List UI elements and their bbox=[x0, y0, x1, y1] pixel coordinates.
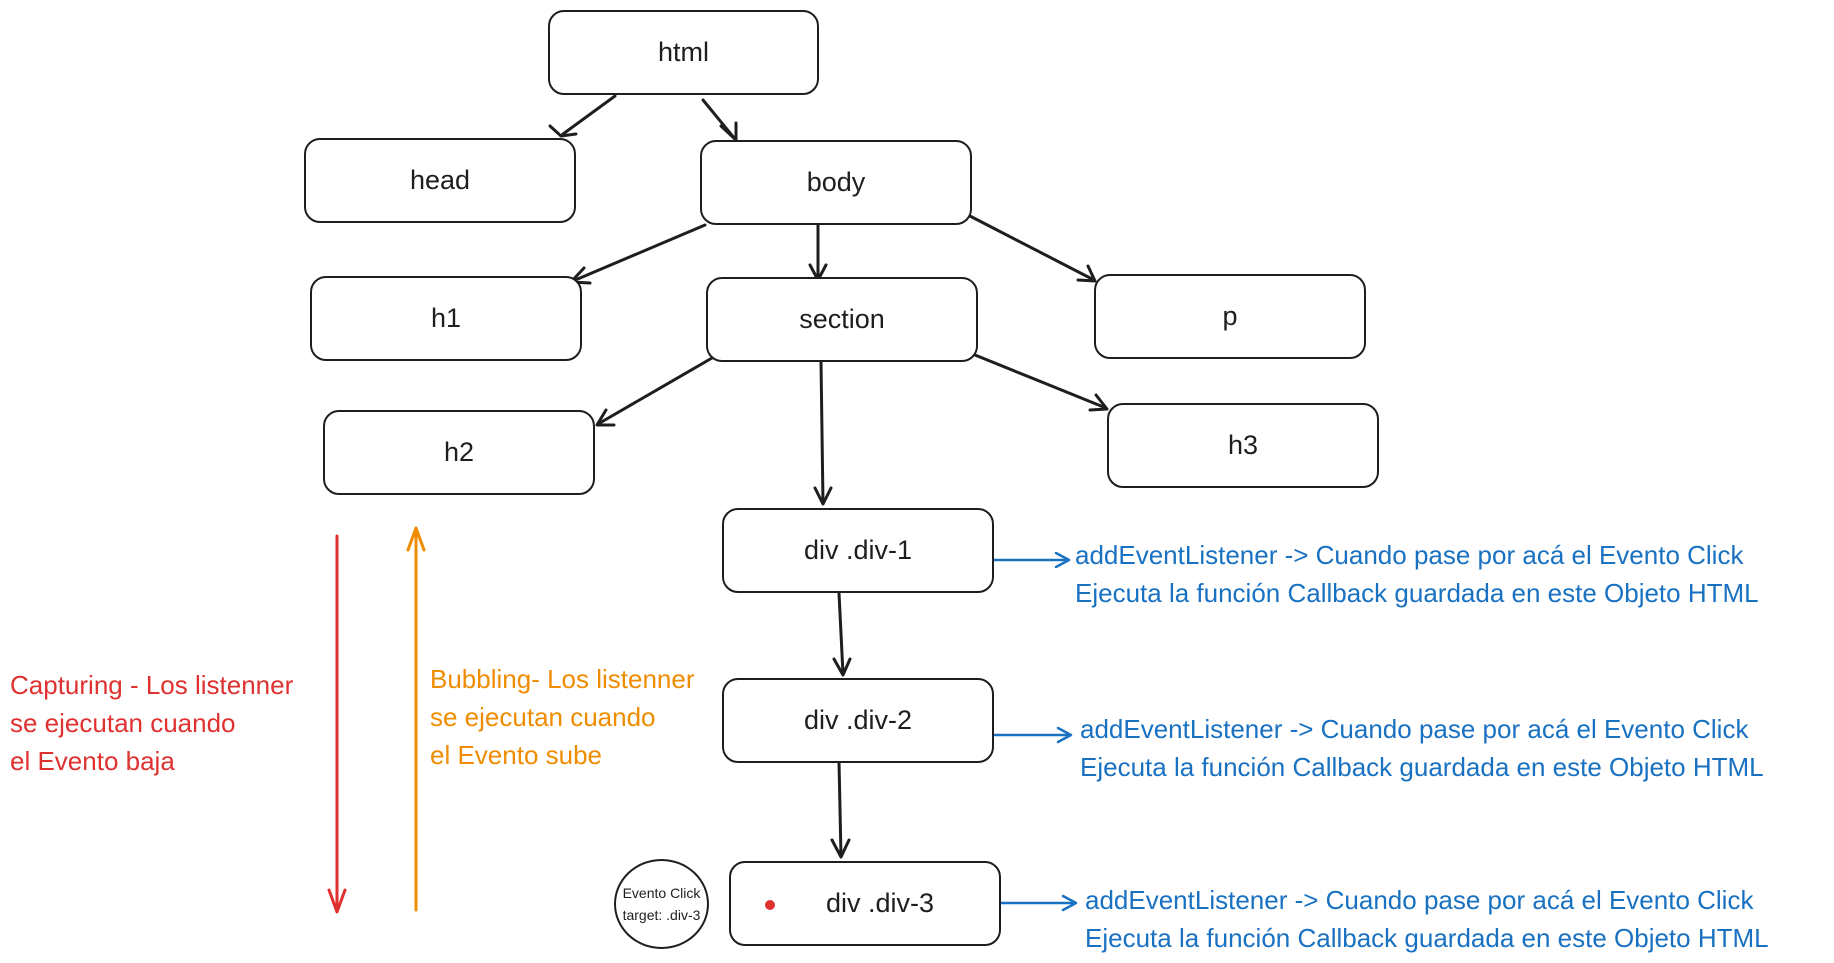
node-div1-label: div .div-1 bbox=[803, 535, 913, 565]
node-h2-label: h2 bbox=[443, 437, 475, 467]
edge-html-head-head bbox=[548, 124, 578, 138]
bubbling-line2: se ejecutan cuando bbox=[430, 702, 656, 732]
note-div1-line1: addEventListener -> Cuando pase por acá … bbox=[1075, 540, 1744, 570]
capturing-arrow-head bbox=[327, 888, 347, 914]
capturing-line2: se ejecutan cuando bbox=[10, 708, 236, 738]
edge-body-p-head bbox=[1076, 264, 1097, 283]
capturing-text: Capturing - Los listenner se ejecutan cu… bbox=[10, 666, 293, 780]
node-h1-label: h1 bbox=[430, 303, 462, 333]
capturing-line3: el Evento baja bbox=[10, 746, 175, 776]
edge-div2-div3-head bbox=[830, 838, 851, 859]
note-div1: addEventListener -> Cuando pase por acá … bbox=[1075, 536, 1759, 612]
note-arrow-div1-head bbox=[1054, 551, 1071, 569]
bubbling-line1: Bubbling- Los listenner bbox=[430, 664, 695, 694]
note-arrow-div2-head bbox=[1056, 726, 1073, 744]
edge-html-head bbox=[561, 94, 617, 136]
edge-section-h3-head bbox=[1088, 393, 1109, 412]
bubbling-text: Bubbling- Los listenner se ejecutan cuan… bbox=[430, 660, 695, 774]
node-html: html bbox=[548, 10, 819, 95]
edge-section-h3 bbox=[973, 353, 1108, 410]
node-p-label: p bbox=[1222, 301, 1238, 331]
node-h2: h2 bbox=[323, 410, 595, 495]
edge-section-h2-head bbox=[595, 408, 616, 427]
edge-section-div1 bbox=[819, 360, 825, 505]
note-div3: addEventListener -> Cuando pase por acá … bbox=[1085, 881, 1769, 957]
node-section-label: section bbox=[799, 304, 885, 334]
node-body: body bbox=[700, 140, 972, 225]
note-div2: addEventListener -> Cuando pase por acá … bbox=[1080, 710, 1764, 786]
node-head: head bbox=[304, 138, 576, 223]
node-h3-label: h3 bbox=[1227, 430, 1259, 460]
node-div2: div .div-2 bbox=[722, 678, 994, 763]
edge-section-h2 bbox=[596, 356, 714, 426]
edge-body-h1 bbox=[571, 223, 707, 283]
edge-div2-div3 bbox=[837, 760, 843, 858]
edge-body-p bbox=[966, 213, 1096, 282]
capturing-line1: Capturing - Los listenner bbox=[10, 670, 294, 700]
note-div2-line1: addEventListener -> Cuando pase por acá … bbox=[1080, 714, 1749, 744]
node-h1: h1 bbox=[310, 276, 582, 361]
note-div1-line2: Ejecuta la función Callback guardada en … bbox=[1075, 578, 1759, 608]
event-target-dot bbox=[765, 900, 775, 910]
node-div2-label: div .div-2 bbox=[803, 705, 913, 735]
node-p: p bbox=[1094, 274, 1366, 359]
edge-div1-div2 bbox=[837, 591, 845, 676]
bubbling-arrow-head bbox=[406, 526, 426, 552]
node-body-label: body bbox=[806, 167, 866, 197]
node-div1: div .div-1 bbox=[722, 508, 994, 593]
note-div3-line2: Ejecuta la función Callback guardada en … bbox=[1085, 923, 1769, 953]
node-head-label: head bbox=[409, 165, 471, 195]
node-html-label: html bbox=[657, 37, 709, 67]
node-h3: h3 bbox=[1107, 403, 1379, 488]
event-bubble-title: Evento Click bbox=[622, 885, 701, 901]
edge-section-div1-head bbox=[813, 486, 833, 506]
node-div3-label: div .div-3 bbox=[825, 888, 935, 918]
note-div2-line2: Ejecuta la función Callback guardada en … bbox=[1080, 752, 1764, 782]
event-click-bubble: Evento Click target: .div-3 bbox=[614, 859, 709, 949]
note-div3-line1: addEventListener -> Cuando pase por acá … bbox=[1085, 885, 1754, 915]
bubbling-line3: el Evento sube bbox=[430, 740, 603, 770]
note-arrow-div3-head bbox=[1061, 894, 1078, 912]
edge-div1-div2-head bbox=[832, 657, 852, 677]
node-section: section bbox=[706, 277, 978, 362]
event-bubble-target: target: .div-3 bbox=[622, 907, 701, 923]
